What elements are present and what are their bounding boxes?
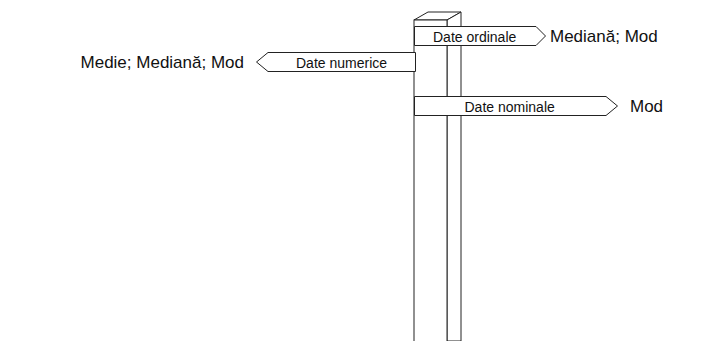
sign-text: Date ordinale <box>433 29 516 45</box>
post-side <box>447 12 461 341</box>
sign-text: Date nominale <box>465 99 555 115</box>
sign-text: Date numerice <box>296 55 387 71</box>
sign-board: Date ordinale <box>414 26 546 46</box>
measure-label: Medie; Mediană; Mod <box>81 53 244 73</box>
post-front <box>414 20 447 341</box>
measure-label: Mod <box>630 97 663 117</box>
sign-board: Date nominale <box>414 96 618 116</box>
sign-board: Date numerice <box>256 52 416 72</box>
measure-label: Mediană; Mod <box>550 27 658 47</box>
